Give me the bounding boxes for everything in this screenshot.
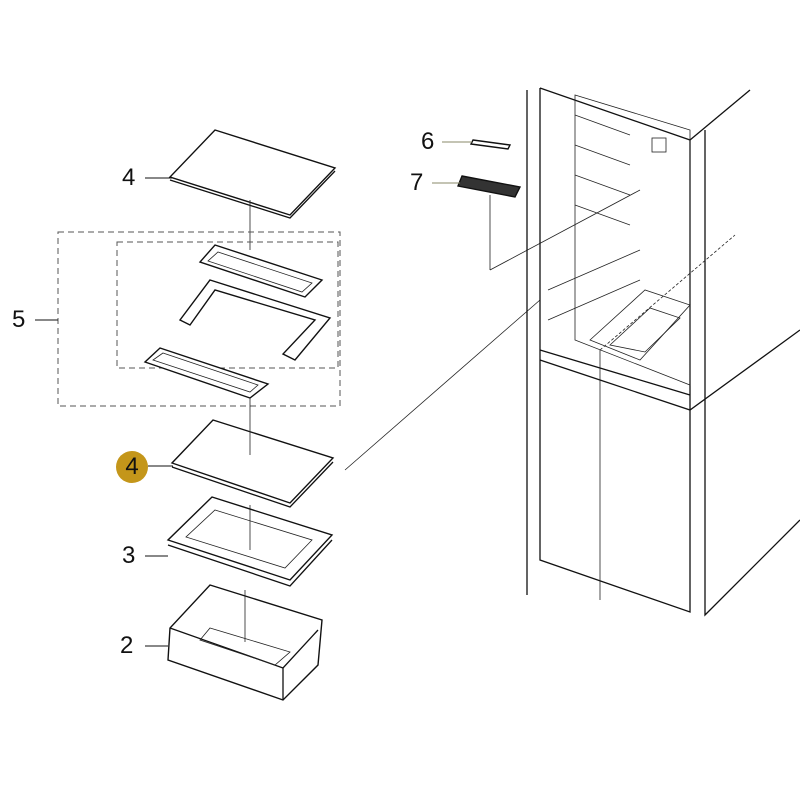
callout-2-crisper-drawer[interactable]: 2 — [120, 632, 134, 659]
callout-7-bracket[interactable]: 7 — [410, 169, 424, 196]
callout-3-crisper-cover[interactable]: 3 — [122, 542, 136, 569]
callout-4-shelf-selected[interactable]: 4 — [116, 451, 148, 483]
part-shelf-frame-parts[interactable] — [143, 244, 332, 399]
part-glass-shelf-top[interactable] — [145, 129, 337, 250]
callout-5-shelf-assembly[interactable]: 5 — [12, 306, 26, 333]
refrigerator-cabinet — [526, 87, 800, 617]
part-crisper-cover[interactable] — [145, 496, 334, 587]
part-crisper-drawer[interactable] — [145, 584, 323, 701]
part-strip[interactable] — [442, 139, 512, 150]
callout-4-shelf-top[interactable]: 4 — [122, 164, 136, 191]
part-glass-shelf-selected[interactable] — [148, 299, 541, 508]
assembly-outer-box — [57, 231, 341, 407]
assembly-inner-box — [116, 241, 339, 369]
callout-6-strip[interactable]: 6 — [421, 128, 435, 155]
part-bracket[interactable] — [432, 175, 641, 271]
